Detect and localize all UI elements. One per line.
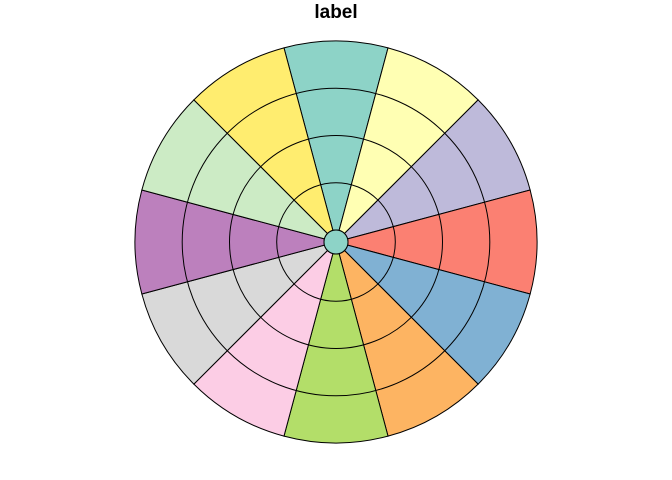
chart-title: label — [314, 2, 358, 23]
rings-layer — [181, 87, 491, 397]
ring-2 — [229, 135, 443, 349]
ring-1 — [276, 182, 396, 302]
ring-3 — [181, 87, 491, 397]
hub-layer — [323, 229, 349, 255]
center-hub — [323, 229, 349, 255]
